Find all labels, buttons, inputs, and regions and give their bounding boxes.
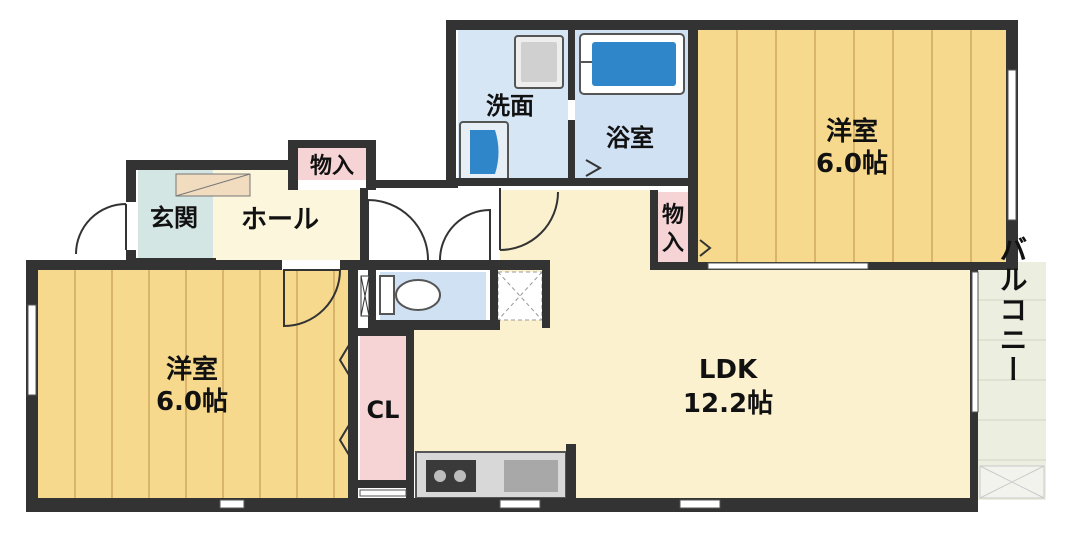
- western-room-right-floor: [698, 30, 1006, 262]
- toilet-tank-icon: [379, 275, 395, 315]
- floorboard-lines-right: [736, 30, 972, 262]
- closet-floor: [360, 335, 408, 480]
- ldk-name: LDK: [699, 355, 758, 385]
- washroom-label: 洗面: [486, 92, 534, 120]
- storage-side-label-2: 入: [662, 231, 684, 256]
- balcony-label: バルコニー: [996, 235, 1029, 385]
- storage-top-floor: [298, 148, 366, 180]
- western-room-left-size: 6.0帖: [156, 387, 228, 417]
- hall-label: ホール: [241, 205, 319, 235]
- western-room-right-name: 洋室: [826, 116, 878, 147]
- storage-top-label: 物入: [310, 153, 354, 179]
- storage-side-floor: [658, 192, 688, 262]
- windows: [27, 69, 1017, 509]
- floorboard-lines-left: [74, 270, 335, 498]
- toilet-icon: [395, 279, 441, 311]
- stove-icon: [426, 460, 476, 492]
- sink-icon: [504, 460, 558, 492]
- closet-label: CL: [367, 396, 400, 424]
- bathroom-label: 浴室: [606, 124, 654, 152]
- ldk-floor: [412, 190, 970, 498]
- hall-floor: [213, 190, 368, 260]
- western-room-left-name: 洋室: [166, 354, 218, 385]
- western-room-right-size: 6.0帖: [816, 149, 888, 179]
- ldk-size: 12.2帖: [683, 389, 773, 419]
- doors: [75, 159, 712, 461]
- storage-side-label-1: 物: [662, 202, 684, 228]
- entrance-label: 玄関: [150, 204, 198, 232]
